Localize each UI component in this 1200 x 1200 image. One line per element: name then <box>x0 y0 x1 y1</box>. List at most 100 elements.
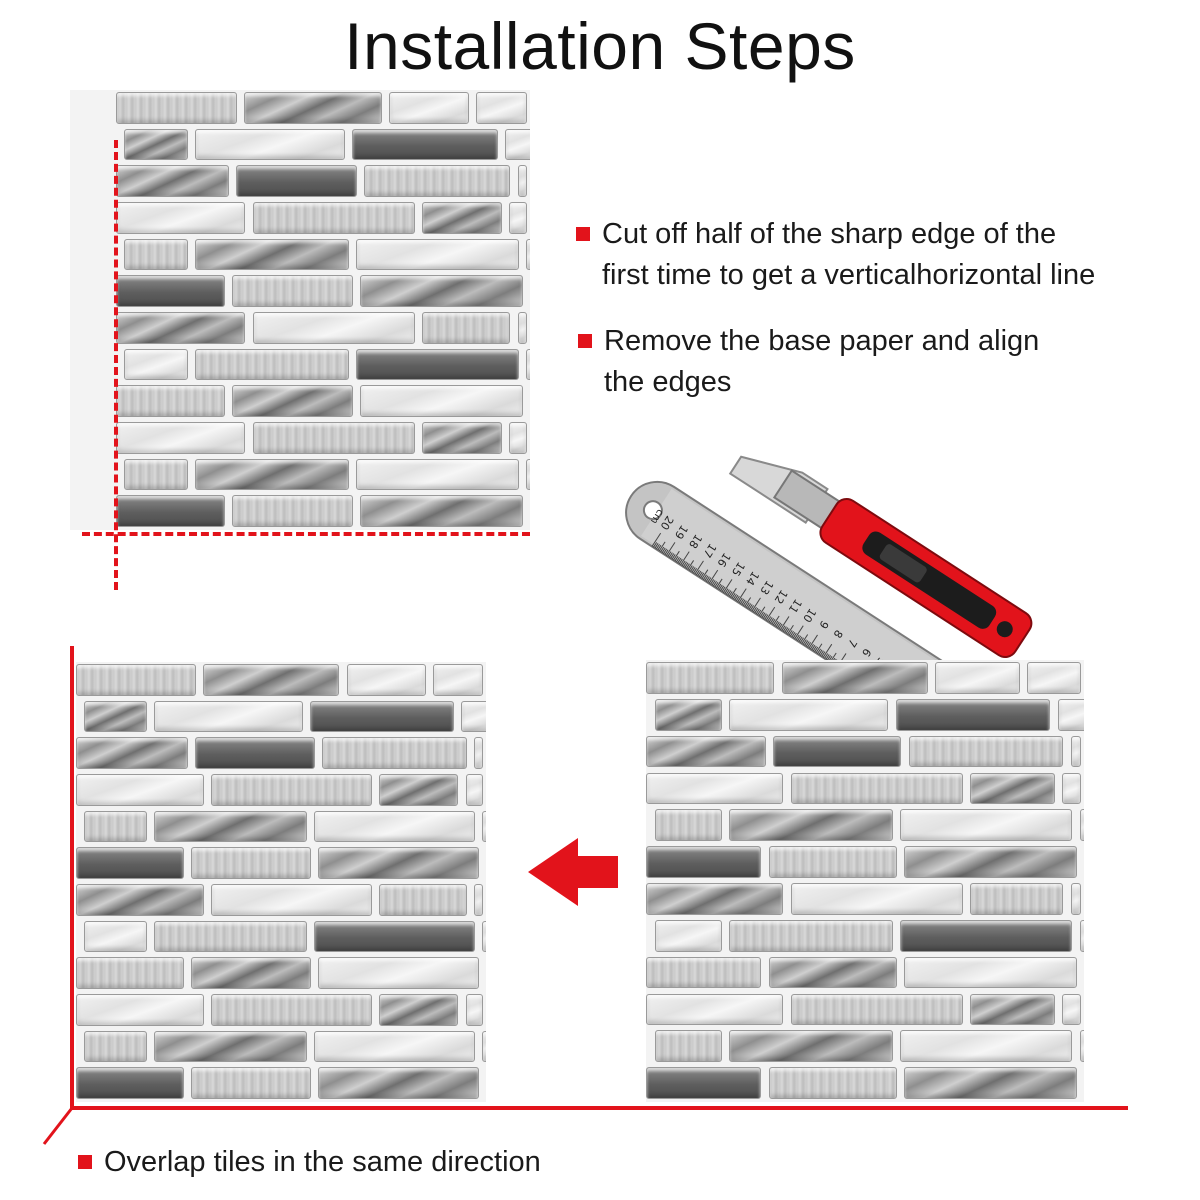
tile <box>364 165 511 197</box>
ruler-tick <box>792 632 797 639</box>
tile <box>1057 698 1084 731</box>
tile <box>76 847 184 879</box>
ruler-tick <box>744 597 752 607</box>
ruler-tick <box>655 543 660 550</box>
ruler-tick <box>700 572 705 579</box>
ruler-tick <box>769 618 774 624</box>
ruler-tick <box>694 560 704 575</box>
tile <box>211 994 373 1026</box>
tile <box>1079 1030 1084 1063</box>
step-bullet <box>576 227 590 241</box>
tile <box>509 202 527 234</box>
tile <box>481 920 486 953</box>
ruler-tick <box>702 574 707 581</box>
ruler-tick <box>819 650 824 657</box>
ruler-tick <box>779 616 790 631</box>
tile <box>211 884 373 916</box>
ruler-tick <box>802 639 807 645</box>
ruler-tick <box>786 624 794 635</box>
tile <box>473 884 483 916</box>
tile <box>153 810 307 843</box>
tile <box>252 202 416 234</box>
ruler-tick <box>791 631 796 638</box>
ruler-tick <box>814 646 819 653</box>
tile <box>84 810 147 843</box>
tile <box>379 884 467 916</box>
ruler-tick <box>705 576 710 582</box>
ruler-tick <box>734 594 739 601</box>
tile <box>124 128 188 161</box>
tile <box>360 385 523 417</box>
step-bullet <box>78 1155 92 1169</box>
ruler-tick <box>681 560 686 567</box>
tile <box>900 919 1073 952</box>
ruler-tick <box>707 577 712 583</box>
tile <box>646 846 762 878</box>
tile <box>1070 883 1081 915</box>
tile <box>646 956 762 989</box>
tile <box>190 957 311 989</box>
horizontal-cut-line <box>82 532 530 536</box>
page-title: Installation Steps <box>344 9 856 83</box>
tile <box>904 1067 1077 1099</box>
tile <box>773 735 902 768</box>
tile <box>729 698 889 731</box>
ruler-tick <box>712 581 717 587</box>
ruler-tick <box>660 546 665 553</box>
ruler-tick <box>692 568 698 574</box>
ruler-tick <box>757 609 762 616</box>
ruler-tick <box>747 603 752 609</box>
ruler-tick <box>714 581 719 588</box>
tile <box>389 92 470 124</box>
ruler-tick <box>704 575 709 582</box>
step-cut-edge: Cut off half of the sharp edge of the fi… <box>576 214 1095 296</box>
tile <box>203 664 340 696</box>
ruler-tick <box>654 543 659 549</box>
ruler-tick <box>737 588 747 603</box>
ruler-number: 15 <box>729 560 748 579</box>
tile <box>313 810 475 843</box>
ruler-tick <box>755 608 760 615</box>
tile <box>194 737 315 769</box>
tile <box>790 993 963 1026</box>
tile <box>654 698 722 731</box>
ruler-tick <box>811 644 816 651</box>
ruler-number: 18 <box>686 532 705 551</box>
tile <box>768 846 898 878</box>
ruler-tick <box>710 579 715 585</box>
ruler-tick <box>794 625 804 640</box>
tile <box>790 772 963 805</box>
tile <box>1027 662 1081 694</box>
ruler-tick <box>799 637 804 644</box>
tile <box>309 700 455 733</box>
tile <box>116 422 246 454</box>
tile <box>322 737 467 769</box>
ruler-number: 19 <box>672 523 691 542</box>
ruler-tick <box>826 655 832 661</box>
step-remove-paper: Remove the base paper and align the edge… <box>578 321 1039 403</box>
ruler-tick <box>697 570 702 577</box>
ruler-tick <box>821 651 826 657</box>
tile <box>476 92 527 124</box>
tile <box>900 1030 1073 1063</box>
ruler-tick <box>738 597 743 604</box>
tile <box>473 737 483 769</box>
ruler-tick <box>775 621 780 628</box>
ruler-tick <box>796 635 802 642</box>
tile <box>646 993 784 1026</box>
ruler-tick <box>788 630 793 636</box>
tile <box>895 698 1051 731</box>
ruler-tick <box>771 618 776 625</box>
ruler-tick <box>804 640 809 646</box>
ruler-tick <box>711 580 716 586</box>
tile-sheet-aligned <box>76 662 486 1102</box>
tile <box>654 809 722 842</box>
ruler-tick <box>657 544 662 551</box>
tile <box>481 810 486 843</box>
tile <box>970 883 1064 915</box>
tile <box>313 920 475 953</box>
tile <box>244 92 383 124</box>
ruler-tick <box>677 557 682 564</box>
ruler-tick <box>758 606 766 617</box>
ruler-tick <box>772 615 780 626</box>
